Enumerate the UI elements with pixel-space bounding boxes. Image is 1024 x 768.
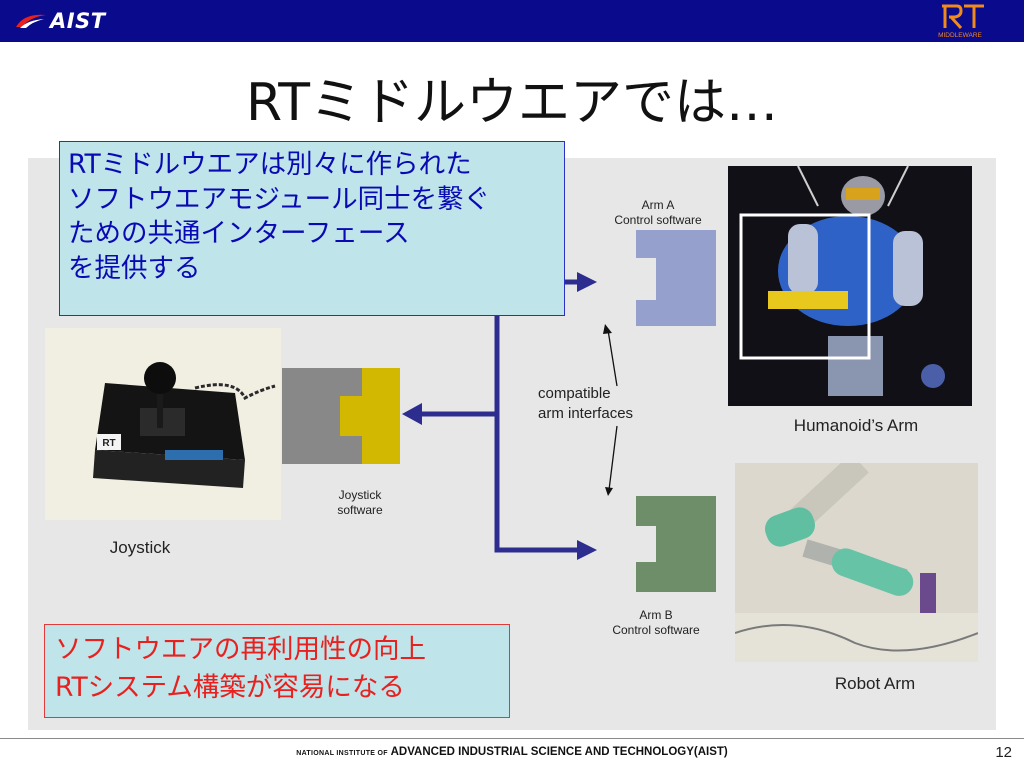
arm-a-label: Arm A Control software xyxy=(614,198,702,227)
humanoid-caption: Humanoid’s Arm xyxy=(793,416,919,435)
footer-prefix: NATIONAL INSTITUTE OF xyxy=(296,750,388,757)
aist-logo-text: AIST xyxy=(50,9,106,33)
page-number: 12 xyxy=(995,744,1012,761)
callout-common-interface: RTミドルウエアは別々に作られた ソフトウエアモジュール同士を繋ぐ ための共通イ… xyxy=(59,141,565,316)
callout-benefits: ソフトウエアの再利用性の向上 RTシステム構築が容易になる xyxy=(44,624,510,718)
rt-logo-caption: MIDDLEWARE xyxy=(938,32,982,39)
footer-suffix: (AIST) xyxy=(693,746,728,758)
joystick-photo: RT xyxy=(45,328,281,520)
header-bar: AIST MIDDLEWARE xyxy=(0,0,1024,42)
slide-title: RTミドルウエアでは… xyxy=(245,73,779,133)
robot-arm-photo xyxy=(735,463,978,662)
joystick-rt-badge: RT xyxy=(102,438,115,449)
robot-arm-caption: Robot Arm xyxy=(834,674,916,693)
arm-b-label: Arm B Control software xyxy=(612,608,700,637)
humanoid-arm-photo xyxy=(728,166,972,406)
footer-divider xyxy=(0,738,1024,739)
footer-institute: NATIONAL INSTITUTE OF ADVANCED INDUSTRIA… xyxy=(0,746,1024,758)
footer-main: ADVANCED INDUSTRIAL SCIENCE AND TECHNOLO… xyxy=(390,746,694,758)
joystick-caption: Joystick xyxy=(109,538,171,557)
aist-swoosh-icon xyxy=(16,14,46,28)
aist-logo: AIST xyxy=(14,8,106,34)
joystick-software-label: Joystick software xyxy=(337,488,383,517)
rt-middleware-logo: MIDDLEWARE xyxy=(938,4,984,39)
compatible-interfaces-label: compatible arm interfaces xyxy=(538,385,634,422)
